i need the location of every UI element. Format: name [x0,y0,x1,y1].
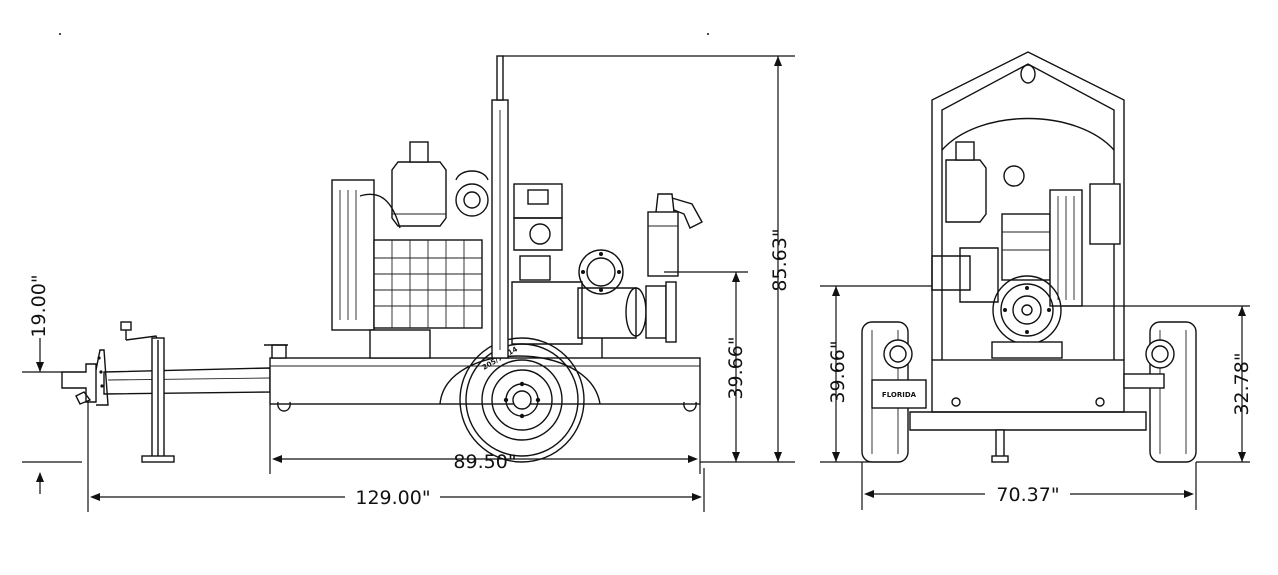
trailer-jack [120,321,175,463]
tongue-height-dimension: 19.00" [28,274,50,337]
engine-assembly [331,141,489,359]
control-panel [513,183,563,281]
lifting-mast [491,55,509,359]
trailer-frame [264,344,701,412]
front-lifting-frame [931,51,1125,360]
front-frame [909,359,1147,463]
front-discharge-height-dimension: 39.66" [827,340,849,403]
front-dimensions: 39.66" 32.78" 70.37" [820,285,1253,510]
overall-length-dimension: 129.00" [355,487,430,509]
side-view: 205/75/14 [22,55,795,512]
front-suction-height-dimension: 32.78" [1231,352,1253,415]
front-engine [931,141,1121,307]
side-dimensions: 85.63" 39.66" 19.00" 89.50" [22,55,795,512]
left-tire: FLORIDA [861,321,927,463]
front-pump-volute [991,275,1063,359]
front-view: FLORIDA 39.66" 32.78" [820,51,1253,510]
trailer-tongue [61,349,271,406]
fender-brand-label: FLORIDA [882,391,917,399]
right-tire [1123,321,1197,463]
overall-height-dimension: 85.63" [769,228,791,291]
side-discharge-height-dimension: 39.66" [725,336,747,399]
axle-to-rear-dimension: 89.50" [453,451,516,473]
overall-width-dimension: 70.37" [996,484,1059,506]
pump-assembly [511,193,703,358]
